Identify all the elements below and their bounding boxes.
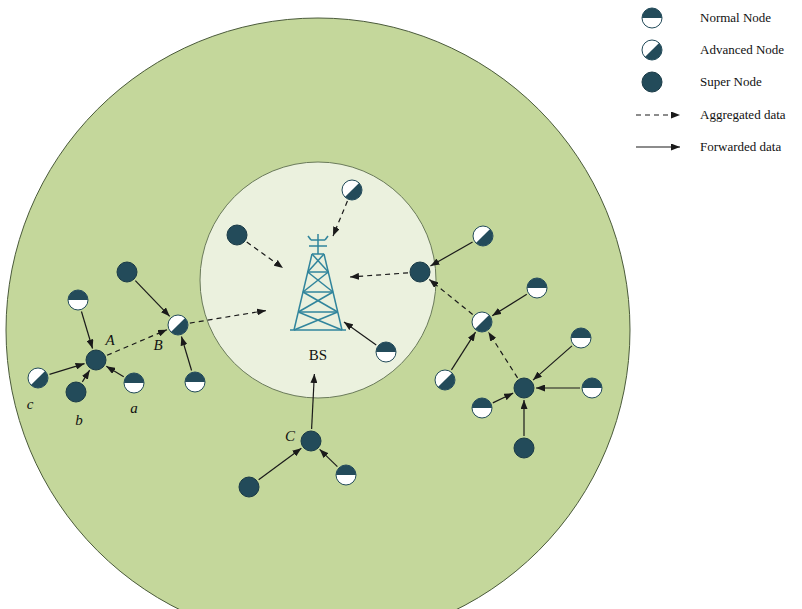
data-link xyxy=(344,322,376,345)
data-link xyxy=(493,393,513,403)
outer-region xyxy=(6,18,630,609)
data-link xyxy=(333,201,347,236)
legend-symbols xyxy=(636,8,680,147)
data-link xyxy=(81,311,92,348)
data-link xyxy=(320,449,338,466)
node-icon xyxy=(85,349,107,371)
sensor-nodes xyxy=(68,180,602,497)
node-icon xyxy=(65,381,87,403)
station-label: BS xyxy=(268,348,368,363)
legend-text: Super Node xyxy=(700,75,762,88)
data-link xyxy=(488,332,517,378)
data-link xyxy=(533,346,572,380)
data-link xyxy=(451,332,475,370)
data-link xyxy=(247,242,283,268)
node-icon xyxy=(167,314,189,336)
data-link xyxy=(181,336,191,370)
data-link xyxy=(350,273,408,277)
base-station: BS xyxy=(268,232,368,372)
forwarded-link xyxy=(106,366,123,377)
node-letter: a xyxy=(130,401,138,416)
layout-links xyxy=(81,201,580,480)
forwarded-link xyxy=(82,370,89,382)
data-link xyxy=(536,387,580,388)
node-letter: c xyxy=(27,397,34,412)
legend-text: Advanced Node xyxy=(700,43,784,56)
data-link xyxy=(523,400,524,436)
data-link xyxy=(429,280,472,315)
node-letter: C xyxy=(285,429,295,444)
node-letter: B xyxy=(153,338,162,353)
sensor-node: c xyxy=(27,367,49,389)
sensor-node: a xyxy=(123,372,145,394)
data-link xyxy=(430,242,472,266)
node-icon xyxy=(123,372,145,394)
sensor-node: A xyxy=(85,349,107,371)
legend-text: Normal Node xyxy=(700,11,771,24)
sensor-node: C xyxy=(300,430,322,452)
inner-region xyxy=(200,162,436,398)
sensor-node: B xyxy=(167,314,189,336)
legend-text: Forwarded data xyxy=(700,140,781,153)
aggregated-link xyxy=(190,311,266,324)
node-letter: A xyxy=(105,333,114,348)
data-link xyxy=(135,281,169,317)
node-icon xyxy=(300,430,322,452)
node-icon xyxy=(27,367,49,389)
data-link xyxy=(259,448,302,480)
aggregated-link xyxy=(107,330,167,356)
sensor-node: b xyxy=(65,381,87,403)
node-letter: b xyxy=(75,413,83,428)
forwarded-link xyxy=(312,374,315,429)
forwarded-link xyxy=(49,364,84,375)
data-link xyxy=(492,294,527,315)
tower-icon xyxy=(268,232,368,334)
legend-text: Aggregated data xyxy=(700,108,786,121)
